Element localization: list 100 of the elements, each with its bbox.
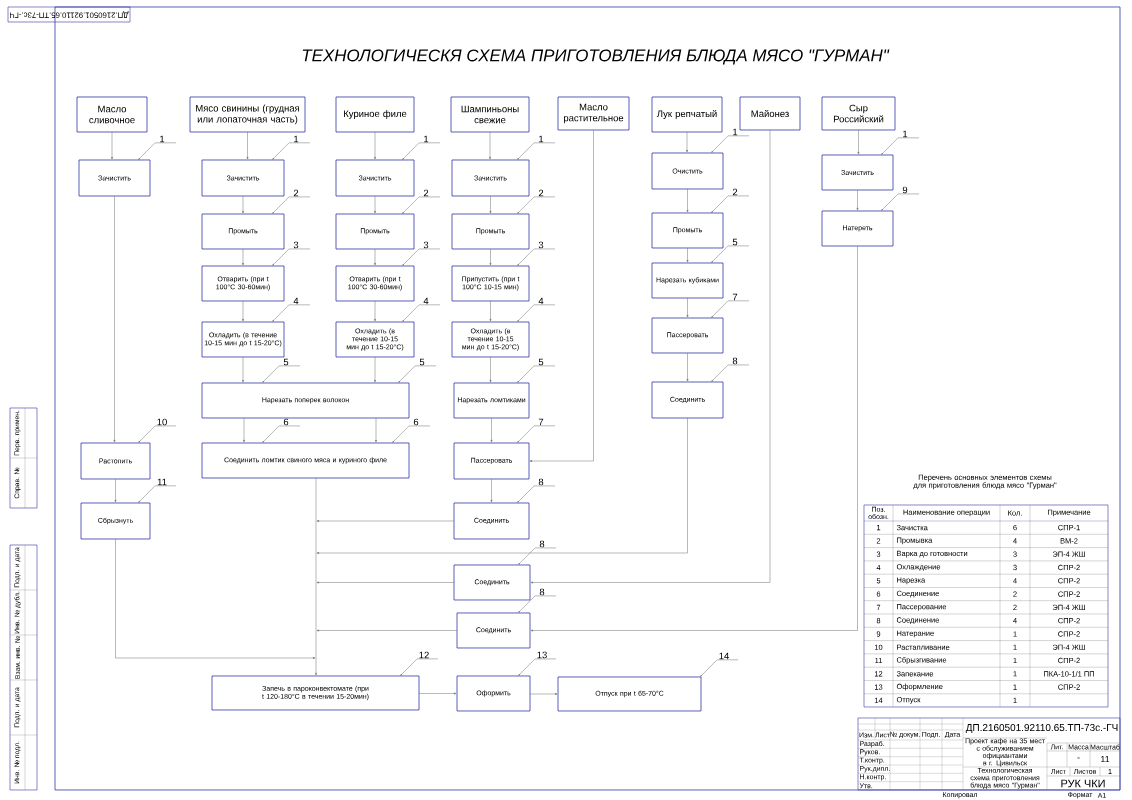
arrow: [316, 629, 458, 632]
callout-number: 1: [903, 130, 908, 138]
callout-number: 1: [733, 128, 738, 136]
leader-line: [517, 248, 556, 266]
arrow: [529, 129, 594, 462]
arrow: [530, 129, 771, 584]
callout-number: 14: [719, 652, 729, 660]
callout-number: 6: [413, 418, 419, 426]
arrow: [113, 195, 116, 443]
leader-line: [517, 425, 556, 443]
callout-number: 3: [538, 241, 544, 249]
arrow: [490, 478, 493, 503]
leader-line: [518, 595, 557, 613]
leader-line: [138, 142, 177, 160]
leader-line: [138, 425, 177, 443]
ingredient-box: Масло сливочное: [76, 96, 148, 133]
leader-line: [272, 304, 311, 322]
callout-number: 5: [419, 358, 425, 366]
arrow: [316, 417, 688, 554]
ingredient-box: Лук репчатый: [651, 96, 723, 133]
arrow: [316, 581, 455, 584]
arrow: [375, 417, 377, 443]
arrow: [489, 195, 492, 214]
leader-line: [402, 196, 441, 214]
stamp-text: ДП.2160501.92110.65.ТП-73с.-ГЧ: [965, 724, 1118, 733]
callout-number: 1: [294, 135, 299, 143]
arrow: [489, 300, 492, 322]
callout-number: 8: [539, 540, 545, 548]
leader-line: [262, 425, 301, 443]
ingredient-box: Майонез: [739, 96, 801, 131]
arrow: [490, 417, 493, 443]
arrow: [686, 352, 689, 382]
leader-line: [711, 364, 750, 382]
leader-line: [517, 485, 556, 503]
leader-line: [402, 142, 441, 160]
arrow: [686, 297, 689, 318]
leader-line: [711, 245, 750, 263]
leader-line: [700, 659, 739, 677]
callout-number: 9: [902, 186, 908, 194]
callout-number: 10: [157, 418, 167, 426]
arrow: [418, 692, 457, 695]
callout-number: 2: [293, 189, 299, 197]
arrow: [530, 245, 858, 632]
arrow: [686, 131, 688, 153]
callout-number: 7: [732, 293, 738, 301]
leader-line: [881, 193, 920, 211]
arrow: [374, 300, 376, 322]
ingredient-box: Куриное филе: [335, 96, 415, 133]
callout-number: 5: [538, 358, 544, 366]
callout-number: 4: [538, 297, 544, 305]
leader-line: [711, 300, 750, 318]
leader-line: [402, 248, 441, 266]
leader-line: [518, 658, 557, 676]
leader-line: [881, 137, 920, 155]
callout-number: 2: [732, 188, 738, 196]
callout-number: 2: [538, 189, 544, 197]
stamp-text: -: [1077, 757, 1080, 759]
leader-line: [262, 365, 301, 383]
arrow: [242, 356, 244, 383]
arrow: [857, 129, 860, 155]
arrow: [374, 248, 376, 266]
arrow: [111, 131, 113, 160]
arrow: [686, 247, 689, 263]
ingredient-box: Шампиньоны свежие: [450, 96, 530, 133]
stamp-text: 11: [1101, 755, 1110, 763]
callout-number: 5: [732, 238, 738, 246]
arrow: [315, 477, 317, 676]
arrow: [374, 131, 376, 160]
arrow: [489, 356, 492, 383]
leader-line: [398, 365, 437, 383]
arrow: [316, 520, 455, 522]
arrow: [114, 478, 117, 503]
leader-line: [272, 142, 311, 160]
callout-number: 2: [423, 189, 429, 197]
arrow: [243, 417, 245, 443]
leader-line: [272, 196, 311, 214]
callout-number: 8: [539, 588, 545, 596]
callout-number: 1: [539, 135, 544, 143]
leader-line: [272, 248, 311, 266]
arrow: [489, 131, 491, 160]
arrow: [489, 248, 492, 266]
ingredient-box: Мясо свинины (грудная или лопаточная часть): [189, 96, 306, 133]
ingredient-box: Масло растительное: [557, 96, 630, 131]
callout-number: 1: [160, 135, 165, 143]
callout-number: 4: [423, 297, 429, 305]
callout-number: 4: [293, 297, 299, 305]
callout-number: 12: [419, 651, 429, 659]
arrow: [242, 300, 244, 322]
arrow: [374, 356, 376, 383]
callout-number: 3: [423, 241, 429, 249]
diagram-title: ТЕХНОЛОГИЧЕСКЯ СХЕМА ПРИГОТОВЛЕНИЯ БЛЮДА МЯСО "ГУРМАН": [302, 49, 890, 65]
arrow: [246, 131, 249, 160]
arrow: [529, 693, 558, 695]
arrow: [686, 188, 689, 213]
arrow: [115, 538, 316, 659]
leader-line: [392, 425, 431, 443]
callout-number: 8: [732, 357, 738, 365]
ingredient-box: Сыр Российский: [821, 96, 896, 131]
callout-number: 5: [283, 358, 289, 366]
callout-number: 6: [283, 418, 289, 426]
